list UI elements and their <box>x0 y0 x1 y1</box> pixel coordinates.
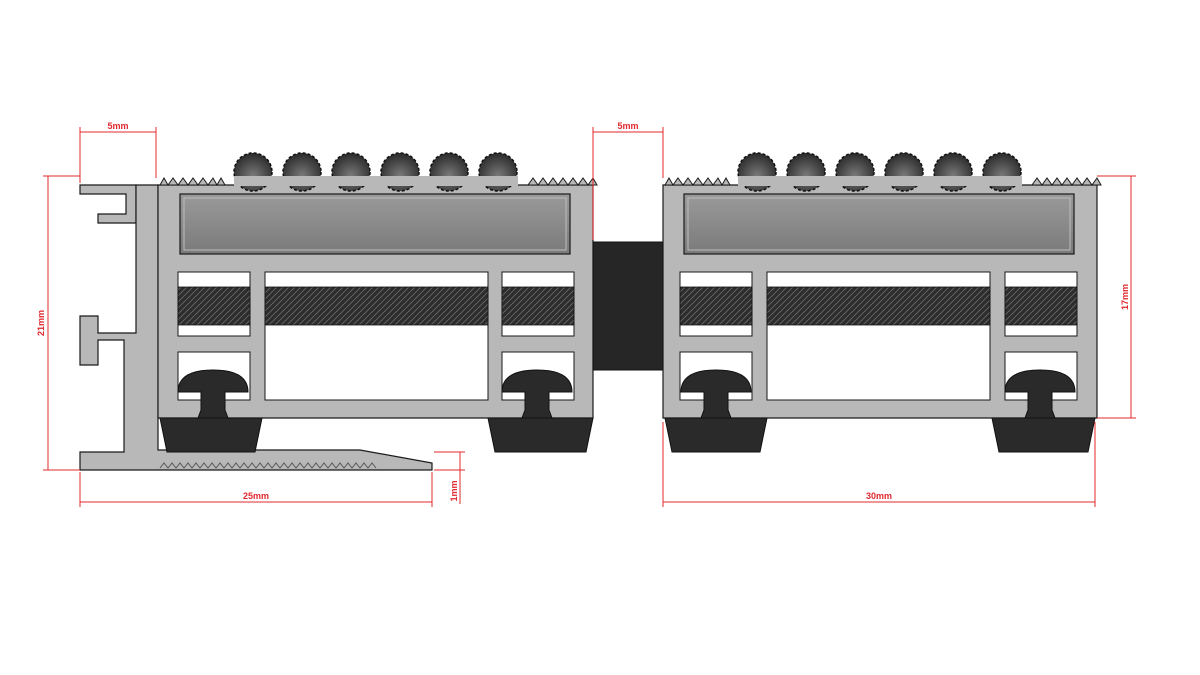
right-brush-rollers <box>737 152 1022 192</box>
left-coir-strip-3 <box>501 286 575 326</box>
right-top-teeth-a <box>664 176 731 187</box>
dim-label-top-gap: 5mm <box>617 121 638 131</box>
dim-label-width-right: 30mm <box>866 491 892 501</box>
right-top-teeth-b <box>1031 177 1102 186</box>
dim-label-height-left: 21mm <box>36 310 46 336</box>
left-top-teeth-b <box>527 177 598 186</box>
left-top-teeth-a <box>159 176 226 187</box>
left-foot-2 <box>487 417 594 453</box>
right-clip-2 <box>1004 369 1076 419</box>
left-brush-rollers <box>233 152 518 192</box>
rubber-connector <box>592 241 664 371</box>
dim-label-height-right: 17mm <box>1120 284 1130 310</box>
edge-profile-body <box>79 184 137 224</box>
dim-label-top-left: 5mm <box>107 121 128 131</box>
ramp-edge-profile <box>79 184 433 471</box>
edge-profile-upright <box>79 184 433 471</box>
left-coir-strip-2 <box>264 286 489 326</box>
right-coir-strip-3 <box>1004 286 1078 326</box>
right-foot-2 <box>991 417 1096 453</box>
left-insert <box>179 193 571 255</box>
right-coir-strip-1 <box>679 286 753 326</box>
right-insert <box>683 193 1075 255</box>
left-clip-2 <box>501 369 573 419</box>
left-section <box>157 152 598 453</box>
dim-label-width-left: 25mm <box>243 491 269 501</box>
ramp-serrations <box>159 462 377 469</box>
right-foot-1 <box>664 417 768 453</box>
left-foot-1 <box>159 417 263 453</box>
right-coir-strip-2 <box>766 286 991 326</box>
left-coir-strip-1 <box>177 286 251 326</box>
right-section <box>662 152 1102 453</box>
dim-label-ramp: 1mm <box>449 480 459 501</box>
dimension-lines <box>43 127 1136 507</box>
left-clip-1 <box>177 369 249 419</box>
right-clip-1 <box>680 369 752 419</box>
